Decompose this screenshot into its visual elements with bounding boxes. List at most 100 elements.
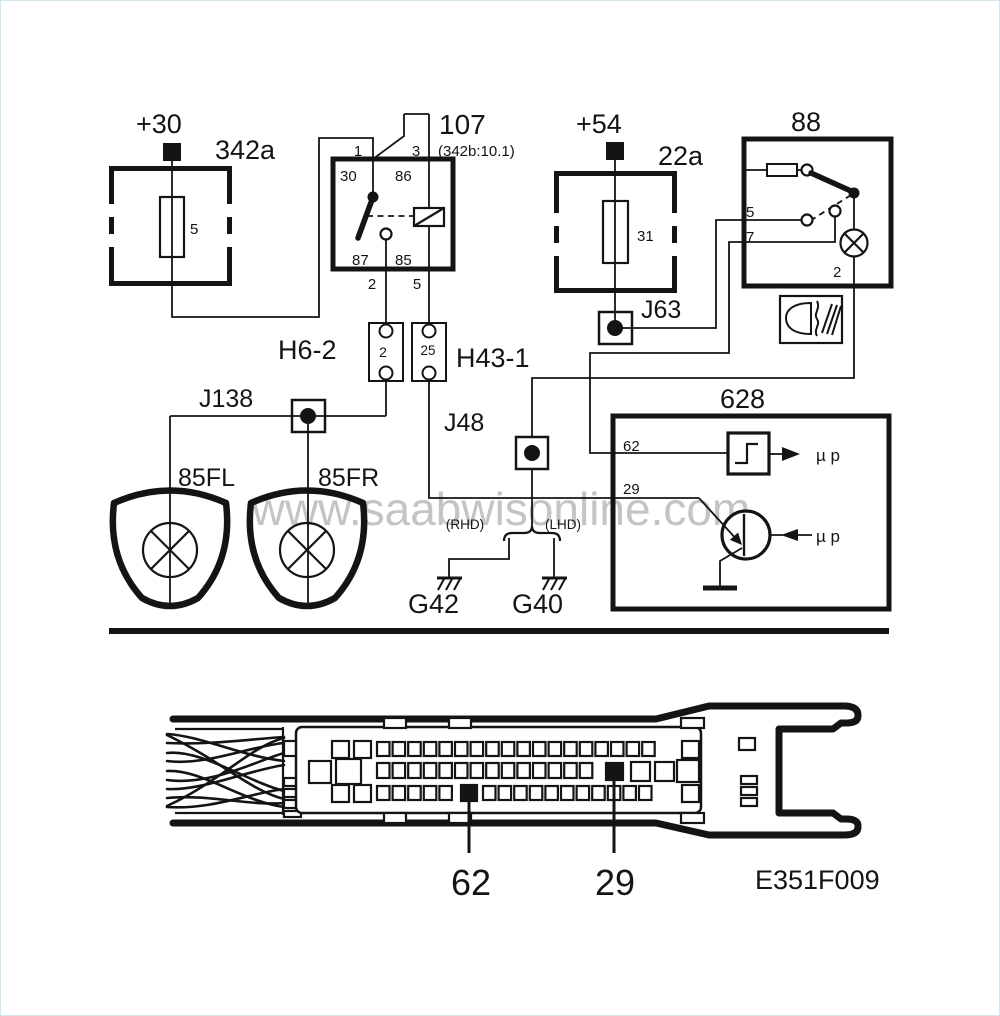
connector-pin <box>625 740 641 758</box>
fusebox-22a <box>554 171 677 293</box>
connector-pin <box>438 784 453 802</box>
relay107-pin85: 85 <box>395 252 412 269</box>
connector-pin <box>422 740 438 758</box>
connector-pin <box>591 784 606 802</box>
connector-pin <box>407 740 422 758</box>
relay107-pin87: 87 <box>352 252 369 269</box>
relay107-pin5: 5 <box>413 276 421 293</box>
switch88-contact-pin5 <box>800 213 814 227</box>
connector-pin <box>563 761 578 780</box>
arrow-right-icon <box>782 447 800 461</box>
connector-pin <box>513 784 528 802</box>
wire-relay107-to-ecu-pin29 <box>428 114 699 499</box>
bulb-symbol <box>141 521 199 579</box>
switch88-label: 88 <box>791 107 821 137</box>
switch88-illumination-bulb <box>839 228 869 258</box>
connector-pin <box>375 740 391 758</box>
fusebox-342a-label: 342a <box>215 135 276 165</box>
pin-leader-lines <box>467 781 616 853</box>
ground-g40-symbol <box>542 576 567 591</box>
fusebox-342a <box>109 166 232 286</box>
fuse-5-symbol <box>158 195 186 259</box>
footer-pin62-label: 62 <box>451 862 491 903</box>
connector-pin <box>500 740 516 758</box>
junction-j138 <box>290 398 327 434</box>
connector-pin <box>516 761 532 780</box>
connector-pin <box>563 740 578 758</box>
junction-dot <box>300 408 316 424</box>
j63-label: J63 <box>641 296 681 324</box>
connector-pin <box>629 760 652 783</box>
connector-pin <box>575 784 591 802</box>
connector-pin <box>469 740 485 758</box>
connector-pin <box>528 784 544 802</box>
switch88-pin2: 2 <box>833 264 841 281</box>
connector-pin <box>531 740 547 758</box>
ecu628-pin29: 29 <box>623 481 640 498</box>
connector-pin <box>641 740 656 758</box>
connector-pin <box>422 784 438 802</box>
relay107-crossref: (342b:10.1) <box>438 143 515 160</box>
connector-pin <box>422 761 438 780</box>
connector-pin <box>675 758 701 784</box>
connector-pin <box>622 784 638 802</box>
85fr-label: 85FR <box>318 464 379 492</box>
connector-pin <box>578 761 594 780</box>
schmitt-trigger-box <box>726 431 771 476</box>
fuse31-label: 31 <box>637 228 654 245</box>
switch88-resistor <box>766 163 798 177</box>
wire-j63-to-switch88-pin5 <box>615 219 802 329</box>
connector-pin <box>438 761 453 780</box>
wire-plus30-to-relay107 <box>171 137 374 318</box>
fuse-31-symbol <box>601 199 630 265</box>
fog-light-icon <box>778 294 844 345</box>
connector-pin <box>680 739 701 760</box>
junction-j48 <box>514 435 550 471</box>
labels: +30 342a 5 107 (342b:10.1) 1 3 30 86 87 … <box>136 107 880 903</box>
fusebox-22a-label: 22a <box>658 141 704 171</box>
fog-lamp-85fr <box>246 487 368 610</box>
ecu628-label: 628 <box>720 384 765 414</box>
switch-88 <box>741 136 894 289</box>
relay107-label: 107 <box>439 109 486 140</box>
connector-h43-1 <box>411 322 447 382</box>
relay107-pin30: 30 <box>340 168 357 185</box>
transistor-symbol <box>720 509 772 561</box>
plus54-feed-square <box>606 142 624 160</box>
junction-dot <box>524 445 540 461</box>
connector-pin-highlighted <box>604 761 625 782</box>
connector-pin <box>497 784 513 802</box>
drawing-number: E351F009 <box>755 865 880 895</box>
ecu628-pin62: 62 <box>623 438 640 455</box>
rhd-label: (RHD) <box>446 517 484 532</box>
relay107-pin86: 86 <box>395 168 412 185</box>
connector-pin <box>547 740 563 758</box>
connector-pin <box>307 759 333 785</box>
connector-pin <box>485 761 500 780</box>
connector-pin <box>500 761 516 780</box>
wiring-harness <box>165 732 286 809</box>
junction-j63 <box>597 310 634 346</box>
connector-pin <box>516 740 532 758</box>
h6-2-label: H6-2 <box>278 335 337 365</box>
connector-pin <box>352 783 373 804</box>
junction-dot <box>607 320 623 336</box>
fog-lamp-85fl <box>109 487 231 610</box>
plus30-feed-square <box>163 143 181 161</box>
connector-pin <box>544 784 560 802</box>
connector-pin <box>453 740 469 758</box>
g42-label: G42 <box>408 589 459 619</box>
ecu-628 <box>610 413 892 612</box>
relay107-pin2: 2 <box>368 276 376 293</box>
connector-pin <box>559 784 575 802</box>
wire-switch88-pin2-to-j48 <box>531 198 855 437</box>
relay107-pin1: 1 <box>354 143 362 160</box>
connector-pin <box>578 740 594 758</box>
ecu-connector-illustration <box>165 702 862 853</box>
h43-1-label: H43-1 <box>456 343 530 373</box>
j48-label: J48 <box>444 409 484 437</box>
wire-ground-branches <box>448 538 555 577</box>
step-signal-glyph <box>735 442 758 465</box>
